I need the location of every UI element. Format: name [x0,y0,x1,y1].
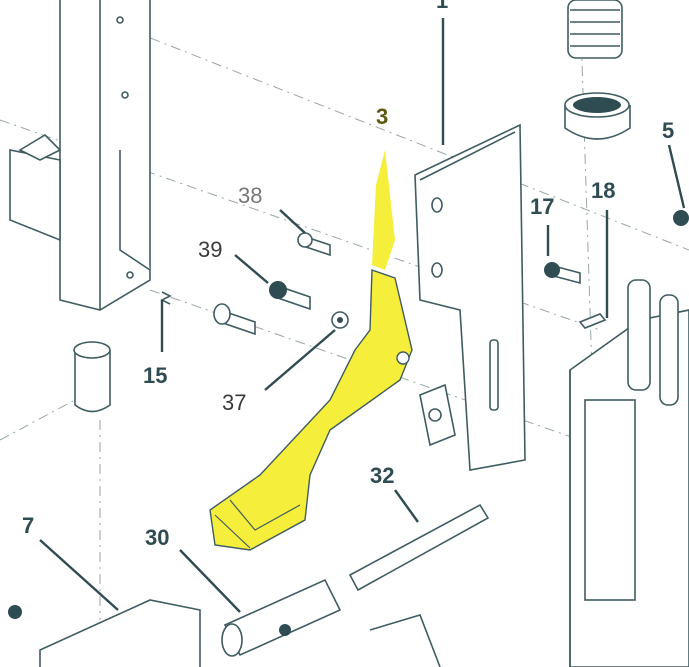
left-frame-part [9,0,151,311]
plate-part-1 [414,123,526,471]
highlighted-lever-part-3 [209,150,413,551]
leader-lines [39,18,686,613]
label-38: 38 [238,183,262,208]
bottom-block-part-7 [39,599,201,667]
bushing-part [73,341,111,413]
shaft-part-32 [348,503,490,592]
screws [8,210,689,619]
label-39: 39 [198,237,222,262]
right-block-part [569,279,689,667]
label-7: 7 [22,513,34,538]
spring-and-ring-parts [564,0,631,140]
label-32: 32 [370,463,394,488]
bottom-bracket-part [369,614,441,667]
label-17: 17 [530,194,554,219]
spring-part-15 [160,291,172,305]
label-5: 5 [662,118,674,143]
label-15: 15 [143,363,167,388]
label-37: 37 [222,390,246,415]
label-3: 3 [376,104,388,129]
coupling-part-30 [221,578,342,657]
label-1: 1 [436,0,448,13]
label-18: 18 [591,178,615,203]
label-30: 30 [145,525,169,550]
